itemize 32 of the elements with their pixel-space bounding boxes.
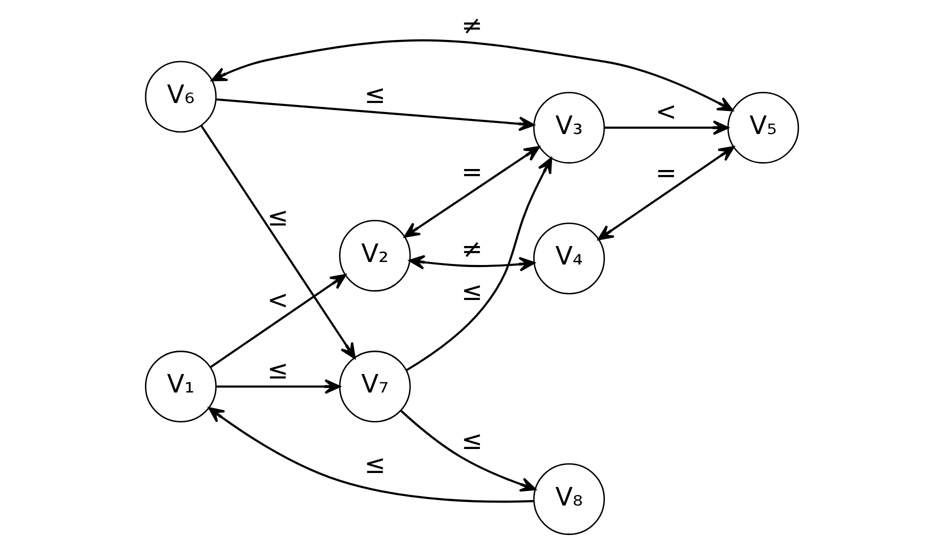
- node-circle: V₂: [339, 220, 411, 292]
- edge-label: ≤: [461, 425, 483, 456]
- node-circle: V₁: [144, 350, 217, 422]
- arrow: [404, 146, 540, 238]
- node-circle: V₃: [533, 92, 605, 164]
- arrow: [400, 410, 536, 492]
- arrow: [210, 274, 346, 368]
- node-circle: V₇: [339, 350, 411, 422]
- arrow: [406, 157, 552, 372]
- arrow: [216, 379, 340, 394]
- edge-label: ≤: [364, 78, 386, 109]
- arrow: [604, 120, 729, 136]
- arrow: [216, 98, 535, 132]
- node-circle: V₄: [533, 222, 605, 294]
- edge-label: ≤: [267, 354, 288, 385]
- arrow: [408, 254, 536, 272]
- edge-label: ≤: [364, 448, 386, 479]
- edge-label: =: [656, 158, 677, 188]
- node-circle: V₈: [533, 463, 605, 535]
- arrow: [211, 39, 734, 112]
- edge-label: =: [461, 156, 483, 186]
- edge-label: ≠: [461, 10, 483, 40]
- node-circle: V₆: [144, 60, 217, 133]
- arrow: [598, 146, 734, 240]
- edge-label: <: [267, 284, 288, 314]
- edge-label: ≤: [267, 201, 288, 232]
- edge-label: ≤: [461, 276, 483, 306]
- arrow: [200, 125, 356, 359]
- edge-label: ≠: [461, 234, 483, 264]
- arrow: [208, 407, 534, 503]
- node-circle: V₅: [727, 92, 800, 164]
- edge-label: <: [656, 96, 677, 126]
